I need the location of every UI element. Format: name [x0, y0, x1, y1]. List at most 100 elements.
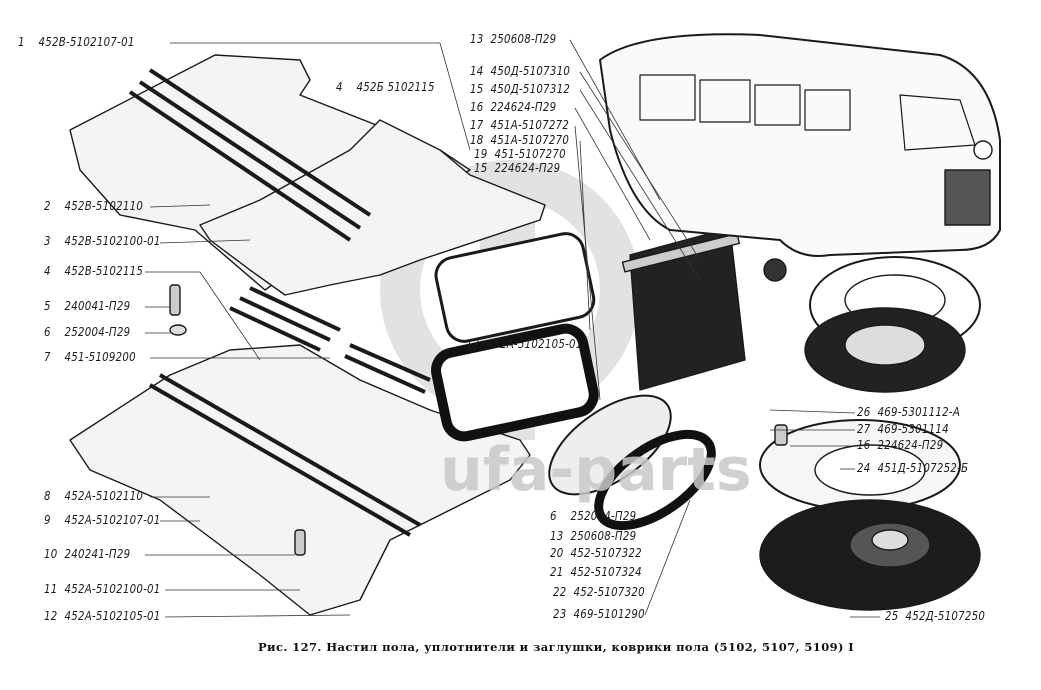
callout-23: 23 469-5101290	[553, 607, 645, 621]
callout-4: 4 452В-5102115	[44, 264, 143, 278]
part-number: 452Д-5107250	[905, 609, 986, 623]
callout-4-top: 4 452Б 5102115	[336, 80, 435, 94]
callout-number: 26	[857, 405, 871, 419]
plug	[763, 258, 787, 282]
callout-1: 1 452В-5102107-01	[18, 35, 135, 49]
callout-number: 4	[44, 264, 51, 278]
part-number: 451-5107270	[494, 147, 566, 161]
oval-cover	[548, 394, 672, 496]
part-number: 452А-5102110	[64, 489, 144, 503]
part-number: 240041-П29	[64, 299, 131, 313]
part-number: 450Д-5107310	[490, 64, 571, 78]
callout-12-b: 12 452А-5102105-01	[466, 337, 583, 351]
callout-number: 16	[470, 100, 484, 114]
part-number: 469-5301114	[877, 422, 949, 436]
callout-number: 16	[857, 438, 871, 452]
part-number: 452А-5102105-01	[64, 609, 161, 623]
callout-number: 15	[470, 82, 484, 96]
van-illustration	[599, 33, 1001, 257]
callout-number: 14	[470, 64, 484, 78]
callout-16: 16 224624-П29	[470, 100, 556, 114]
callout-number: 7	[44, 350, 51, 364]
mud-flap	[629, 227, 746, 391]
callout-number: 8	[44, 489, 51, 503]
part-number: 240241-П29	[64, 547, 131, 561]
callout-10: 10 240241-П29	[44, 547, 130, 561]
callout-6: 6 252004-П29	[44, 325, 130, 339]
callout-number: 17	[470, 118, 484, 132]
callout-number: 10	[44, 547, 58, 561]
callout-number: 18	[470, 133, 484, 147]
callout-number: 6	[44, 325, 51, 339]
part-number: 452-5107324	[570, 565, 642, 579]
callout-number: 24	[857, 461, 871, 475]
callout-27: 27 469-5301114	[857, 422, 949, 436]
van-headlight	[973, 140, 993, 160]
part-number: 469-5301112-А	[877, 405, 961, 419]
part-number: 252004-П29	[570, 509, 637, 523]
callout-15: 15 450Д-5107312	[470, 82, 570, 96]
part-number: 469-5101290	[573, 607, 645, 621]
callout-number: 1	[18, 35, 25, 49]
callout-number: 3	[44, 234, 51, 248]
callout-11: 11 452А-5102100-01	[44, 582, 161, 596]
part-number: 452Б 5102115	[356, 80, 435, 94]
callout-16-b: 16 224624-П29	[857, 438, 943, 452]
callout-19: 19 451-5107270	[474, 147, 566, 161]
part-number: 224624-П29	[877, 438, 944, 452]
van-grille	[944, 169, 991, 226]
figure-caption: Рис. 127. Настил пола, уплотнители и заг…	[258, 640, 855, 654]
part-number: 452В-5102115	[64, 264, 144, 278]
callout-number: 12	[466, 337, 480, 351]
part-number: 224624-П29	[490, 100, 557, 114]
flange-seal-hole	[844, 324, 926, 366]
callout-number: 9	[44, 513, 51, 527]
callout-15-b: 15 224624-П29	[474, 161, 560, 175]
callout-5: 5 240041-П29	[44, 299, 130, 313]
callout-number: 2	[44, 199, 51, 213]
leader-lines	[145, 39, 880, 618]
callout-number: 11	[44, 582, 58, 596]
callout-number: 5	[44, 299, 51, 313]
callout-3: 3 452В-5102100-01	[44, 234, 161, 248]
callout-number: 21	[550, 565, 564, 579]
callout-22: 22 452-5107320	[553, 585, 645, 599]
callout-7: 7 451-5109200	[44, 350, 136, 364]
part-number: 452В-5102110	[64, 199, 144, 213]
part-number: 452А-5102105-01	[486, 337, 583, 351]
cover-plate-hole	[871, 529, 909, 551]
part-number: 224624-П29	[494, 161, 561, 175]
callout-number: 25	[885, 609, 899, 623]
floor-rails-middle	[229, 286, 431, 394]
part-number: 250608-П29	[570, 529, 637, 543]
hatch-gasket-lower	[431, 323, 599, 442]
callout-13: 13 250608-П29	[470, 32, 556, 46]
callout-number: 20	[550, 546, 564, 560]
part-number: 452А-5102107-01	[64, 513, 161, 527]
part-number: 452А-5102100-01	[64, 582, 161, 596]
part-number: 452В-5102107-01	[38, 35, 135, 49]
callout-number: 4	[336, 80, 343, 94]
floor-panel-upper-front	[199, 119, 546, 296]
callout-8: 8 452А-5102110	[44, 489, 143, 503]
part-number: 252004-П29	[64, 325, 131, 339]
callout-number: 6	[550, 509, 557, 523]
part-number: 451Д-5107252-Б	[877, 461, 969, 475]
callout-20: 20 452-5107322	[550, 546, 642, 560]
callout-12: 12 452А-5102105-01	[44, 609, 161, 623]
callout-6-b: 6 252004-П29	[550, 509, 636, 523]
oval-seal	[594, 429, 716, 531]
washer-icon	[169, 324, 187, 336]
part-number: 452В-5102100-01	[64, 234, 161, 248]
part-number: 451-5109200	[64, 350, 136, 364]
part-number: 250608-П29	[490, 32, 557, 46]
callout-25: 25 452Д-5107250	[885, 609, 985, 623]
floor-panel-lower	[69, 344, 531, 616]
floor-rails-upper	[128, 68, 372, 242]
callout-number: 27	[857, 422, 871, 436]
callout-number: 13	[470, 32, 484, 46]
callout-number: 12	[44, 609, 58, 623]
callout-17: 17 451А-5107272	[470, 118, 569, 132]
